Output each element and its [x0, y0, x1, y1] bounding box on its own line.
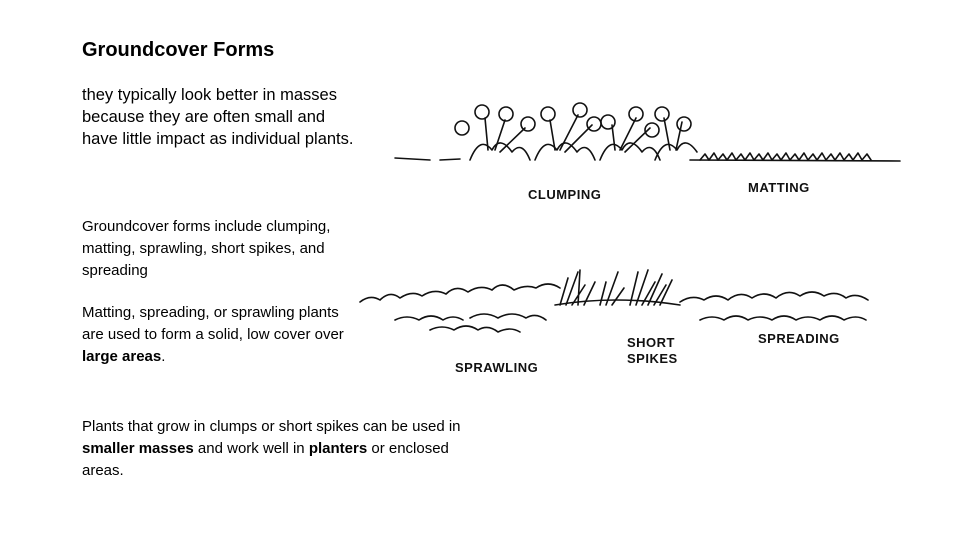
- matting-bold-large-areas: large areas: [82, 348, 162, 365]
- label-spreading: SPREADING: [758, 331, 840, 346]
- slide-title: Groundcover Forms: [82, 39, 275, 61]
- label-spikes: SPIKES: [627, 351, 678, 366]
- matting-text-1: Matting, spreading, or sprawling plants …: [82, 304, 344, 343]
- top-ground-line: [394, 157, 901, 162]
- clumps-bold-planters: planters: [308, 440, 368, 457]
- label-matting: MATTING: [748, 180, 810, 195]
- clumps-bold-smaller-masses: smaller masses: [82, 440, 194, 457]
- spreading-drawing: [679, 291, 869, 321]
- sprawling-drawing: [359, 283, 561, 303]
- label-short: SHORT: [627, 335, 675, 350]
- intro-line-1: they typically look better in masses: [82, 86, 337, 104]
- clumping-plants-drawing: [454, 102, 698, 161]
- clumps-text-2: and work well in: [193, 440, 309, 457]
- intro-paragraph: they typically look better in masses bec…: [82, 84, 353, 150]
- forms-paragraph: Groundcover forms include clumping, matt…: [82, 218, 331, 279]
- label-clumping: CLUMPING: [528, 187, 601, 202]
- intro-line-3: have little impact as individual plants.: [82, 130, 354, 148]
- intro-line-2: because they are often small and: [82, 108, 326, 126]
- matting-text-2: .: [161, 348, 166, 365]
- matting-drawing: [699, 152, 872, 161]
- label-sprawling: SPRAWLING: [455, 360, 538, 375]
- clumps-text-3: or enclosed areas.: [82, 440, 449, 479]
- short-spikes-drawing: [554, 269, 681, 306]
- clumps-paragraph: Plants that grow in clumps or short spik…: [82, 416, 462, 482]
- matting-paragraph: Matting, spreading, or sprawling plants …: [82, 302, 362, 368]
- clumps-text-1: Plants that grow in clumps or short spik…: [82, 418, 461, 435]
